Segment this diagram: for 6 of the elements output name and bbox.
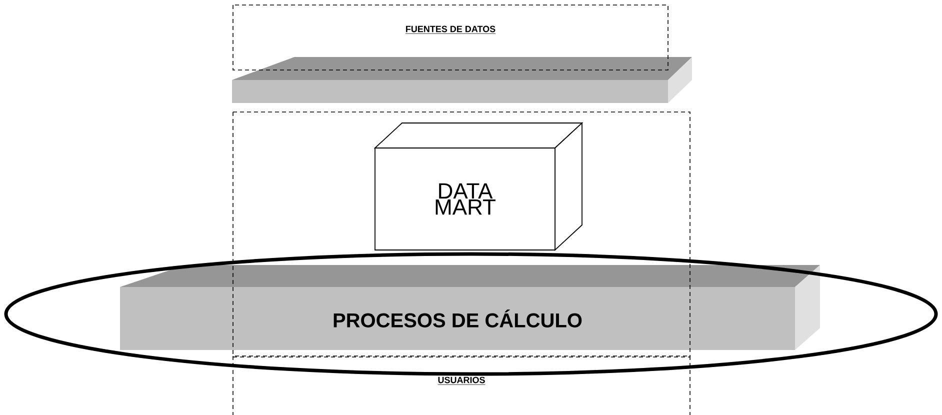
slab-block (232, 57, 692, 103)
dashed-box (232, 112, 690, 358)
ellipse-outline (4, 252, 938, 376)
slab-block: PROCESOS DE CÁLCULO (120, 265, 820, 350)
dashed-box: FUENTES DE DATOS (232, 4, 668, 70)
dashed-box: USUARIOS (232, 356, 690, 415)
